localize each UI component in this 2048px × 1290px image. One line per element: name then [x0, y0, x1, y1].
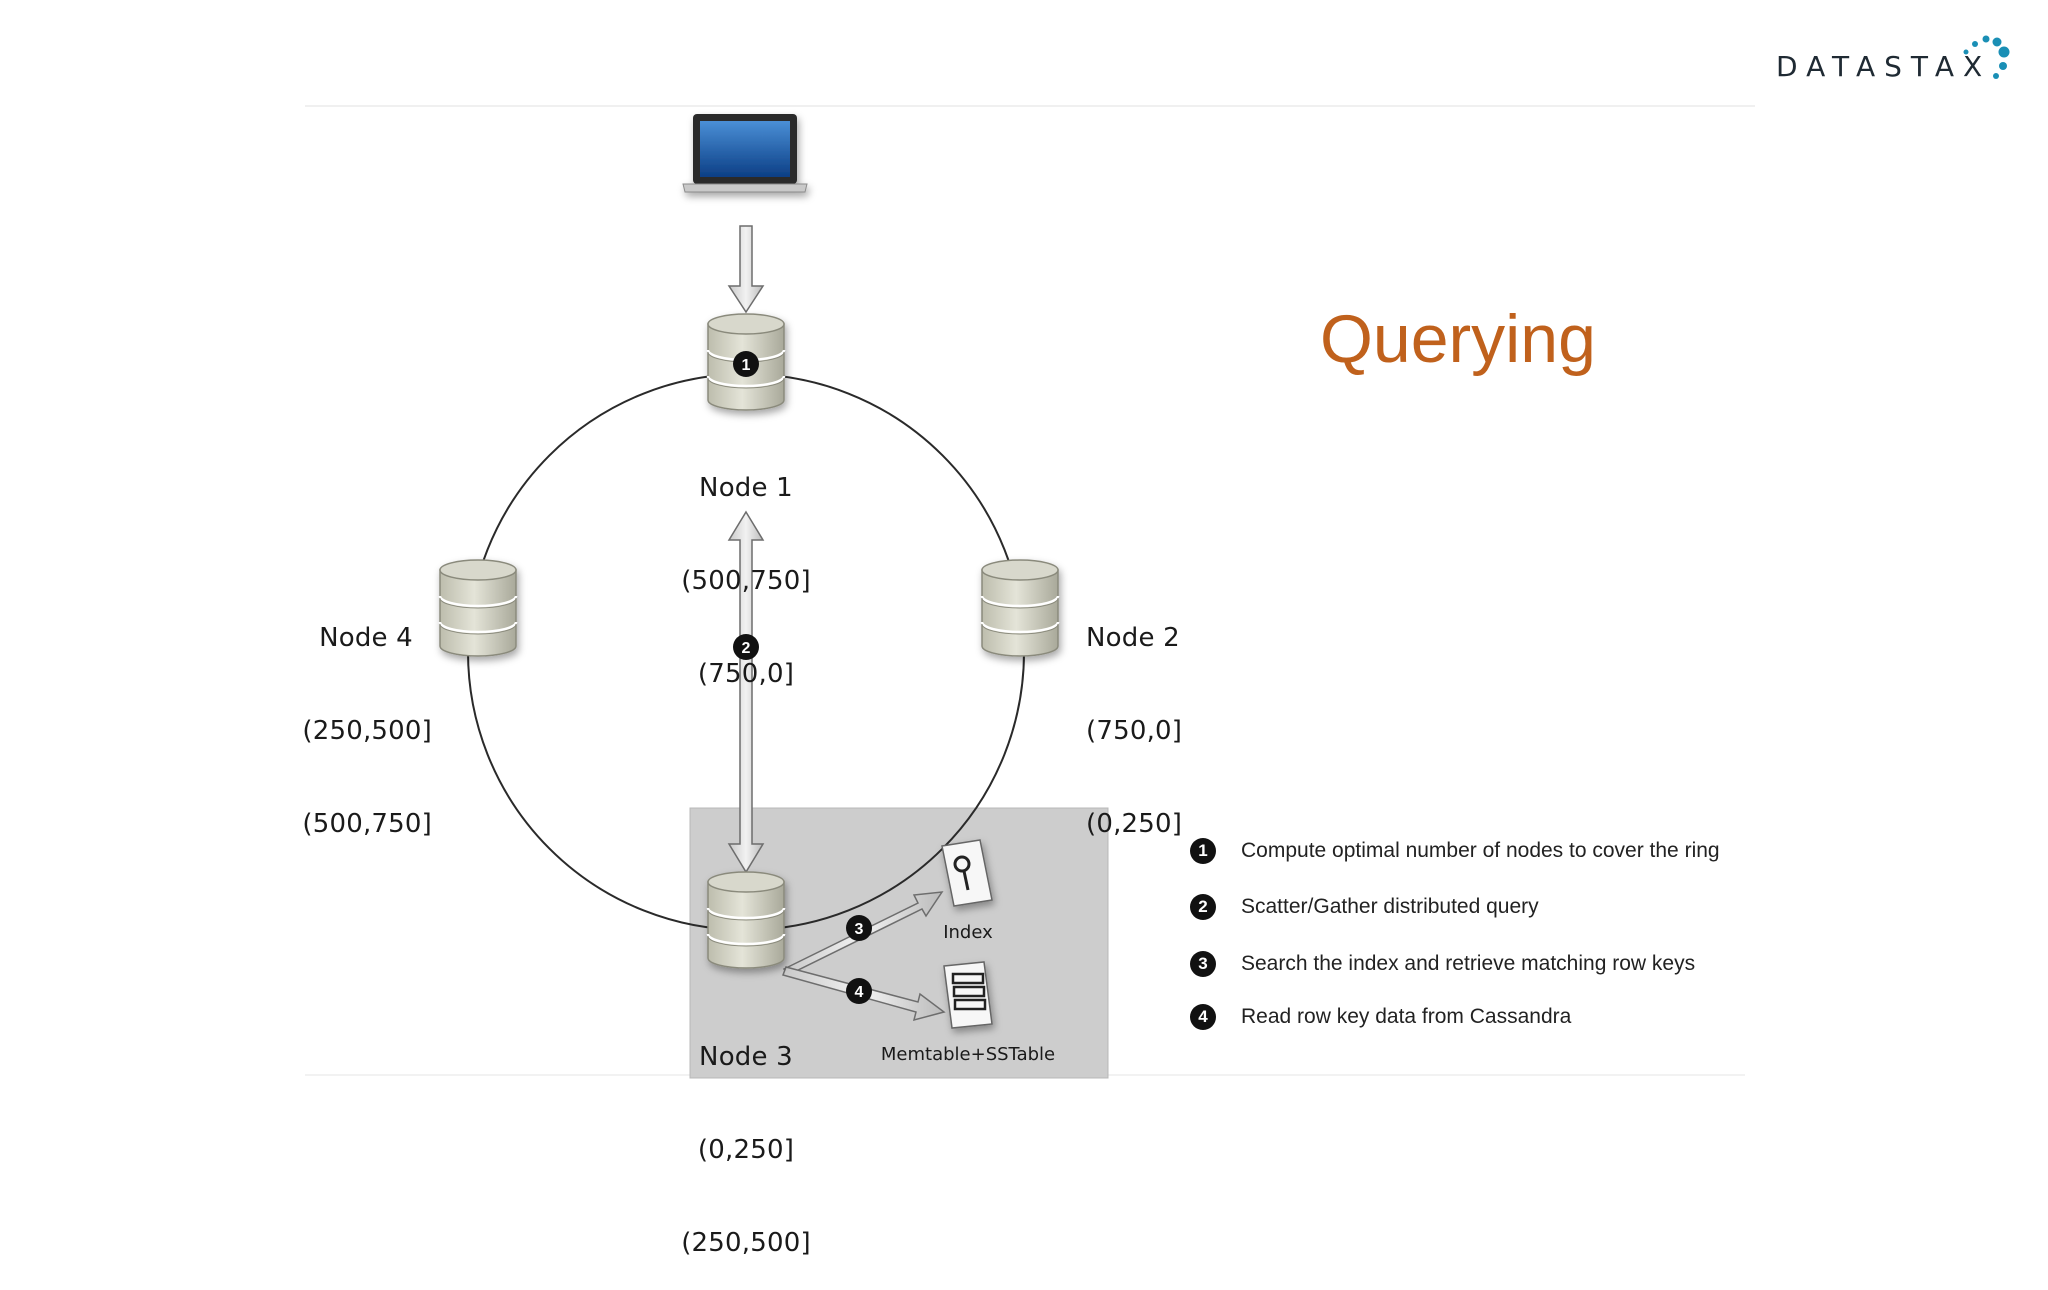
node1-range-1: (500,750] — [681, 566, 811, 596]
node3-database-icon — [706, 870, 786, 970]
legend-number-2: 2 — [1190, 894, 1216, 920]
laptop-icon — [682, 114, 808, 193]
storage-label: Memtable+SSTable — [880, 1044, 1056, 1065]
legend-text-3: Search the index and retrieve matching r… — [1241, 952, 1696, 975]
client-arrow — [727, 225, 765, 314]
legend-number-3: 3 — [1190, 951, 1216, 977]
node4-range-2: (500,750] — [302, 809, 432, 839]
page-title: Querying — [1320, 301, 1596, 377]
legend-text-4: Read row key data from Cassandra — [1241, 1005, 1572, 1028]
datastax-logo[interactable]: DATASTAX — [1776, 50, 1992, 83]
node1-range-2: (750,0] — [697, 659, 795, 689]
step-3-marker: 3 — [846, 915, 872, 941]
node2-database-icon — [980, 558, 1060, 658]
legend-text-2: Scatter/Gather distributed query — [1241, 895, 1539, 918]
node1-label: Node 1 (500,750] (750,0] — [681, 411, 811, 721]
svg-text:2: 2 — [742, 640, 751, 657]
node2-name: Node 2 — [1086, 623, 1180, 653]
index-label: Index — [943, 922, 993, 943]
legend-item-1: 1 Compute optimal number of nodes to cov… — [1190, 838, 1720, 864]
node4-database-icon — [438, 558, 518, 658]
svg-text:1: 1 — [742, 357, 751, 374]
node2-label: Node 2 (750,0] (0,250] — [1086, 561, 1182, 871]
datastax-logo-icon — [1963, 35, 2010, 79]
node2-range-1: (750,0] — [1086, 716, 1183, 746]
step-1-marker: 1 — [733, 351, 759, 377]
memtable-document-icon — [943, 961, 993, 1029]
legend-item-2: 2 Scatter/Gather distributed query — [1190, 894, 1539, 920]
node4-name: Node 4 — [319, 623, 413, 653]
node3-label: Node 3 (0,250] (250,500] — [681, 980, 811, 1290]
legend-item-4: 4 Read row key data from Cassandra — [1190, 1004, 1571, 1030]
step-4-marker: 4 — [846, 978, 872, 1004]
node1-name: Node 1 — [699, 473, 793, 503]
legend-number-1: 1 — [1190, 838, 1216, 864]
legend-text-1: Compute optimal number of nodes to cover… — [1241, 839, 1720, 862]
index-document-icon — [941, 839, 993, 907]
ring-diagram: 1 2 3 4 — [305, 35, 2010, 1079]
node2-range-2: (0,250] — [1086, 809, 1183, 839]
node3-name: Node 3 — [699, 1042, 793, 1072]
step-2-marker: 2 — [733, 634, 759, 660]
legend-number-4: 4 — [1190, 1004, 1216, 1030]
node3-range-1: (0,250] — [697, 1135, 795, 1165]
svg-text:4: 4 — [855, 984, 864, 1001]
node4-range-1: (250,500] — [302, 716, 432, 746]
svg-text:3: 3 — [855, 921, 864, 938]
legend-item-3: 3 Search the index and retrieve matching… — [1190, 951, 1695, 977]
node3-range-2: (250,500] — [681, 1228, 811, 1258]
node4-label: Node 4 (250,500] (500,750] — [300, 561, 432, 871]
